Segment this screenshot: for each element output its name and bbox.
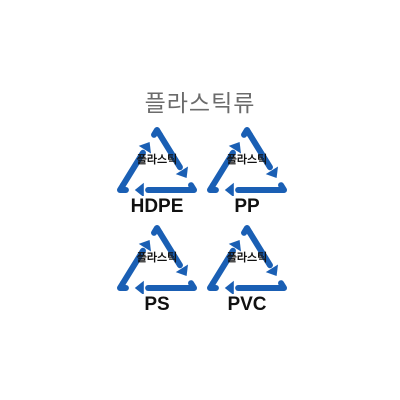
recycle-arrow-shaft — [246, 131, 273, 171]
symbol-code-label: PS — [144, 294, 170, 315]
symbol-inner-label: 플라스틱 — [226, 153, 268, 166]
symbol-inner-label: 플라스틱 — [136, 153, 178, 166]
recycle-arrow-corner — [151, 225, 163, 236]
recycle-arrow-corner — [151, 127, 163, 138]
recycle-arrow-head — [175, 166, 189, 178]
recycle-arrow-head — [224, 280, 234, 294]
recycle-arrow-head — [228, 240, 242, 252]
symbol-cell-hdpe: 플라스틱 HDPE — [112, 122, 202, 220]
recycle-arrow-corner — [241, 225, 253, 236]
recycle-arrow-shaft — [119, 247, 146, 287]
plastic-symbol-grid: 플라스틱 HDPE 플라스틱 PP 플라스틱 PS 플라스틱 PVC — [112, 122, 292, 318]
recycle-arrow-corner — [241, 127, 253, 138]
recycle-arrow-head — [265, 264, 279, 276]
recycle-triangle-icon — [207, 127, 287, 196]
recycle-arrow-head — [175, 264, 189, 276]
symbol-cell-ps: 플라스틱 PS — [112, 220, 202, 318]
recycle-arrow-shaft — [209, 149, 236, 189]
symbol-code-label: HDPE — [130, 196, 184, 217]
symbol-code-label: PP — [234, 196, 260, 217]
page-title: 플라스틱류 — [144, 91, 256, 117]
recycle-triangle-icon — [207, 225, 287, 294]
recycle-arrow-head — [138, 240, 152, 252]
symbol-code-label: PVC — [227, 294, 267, 315]
recycle-arrow-head — [138, 142, 152, 154]
recycle-arrow-shaft — [156, 131, 183, 171]
recycle-arrow-shaft — [246, 229, 273, 269]
recycle-arrow-shaft — [119, 149, 146, 189]
recycle-arrow-head — [228, 142, 242, 154]
recycle-arrow-shaft — [209, 247, 236, 287]
symbol-inner-label: 플라스틱 — [226, 251, 268, 264]
recycle-triangle-icon — [117, 225, 197, 294]
recycle-arrow-head — [224, 182, 234, 196]
recycle-arrow-head — [265, 166, 279, 178]
symbol-inner-label: 플라스틱 — [136, 251, 178, 264]
symbol-cell-pp: 플라스틱 PP — [202, 122, 292, 220]
recycle-arrow-shaft — [156, 229, 183, 269]
recycle-arrow-head — [134, 280, 144, 294]
symbol-cell-pvc: 플라스틱 PVC — [202, 220, 292, 318]
recycle-arrow-head — [134, 182, 144, 196]
recycle-triangle-icon — [117, 127, 197, 196]
